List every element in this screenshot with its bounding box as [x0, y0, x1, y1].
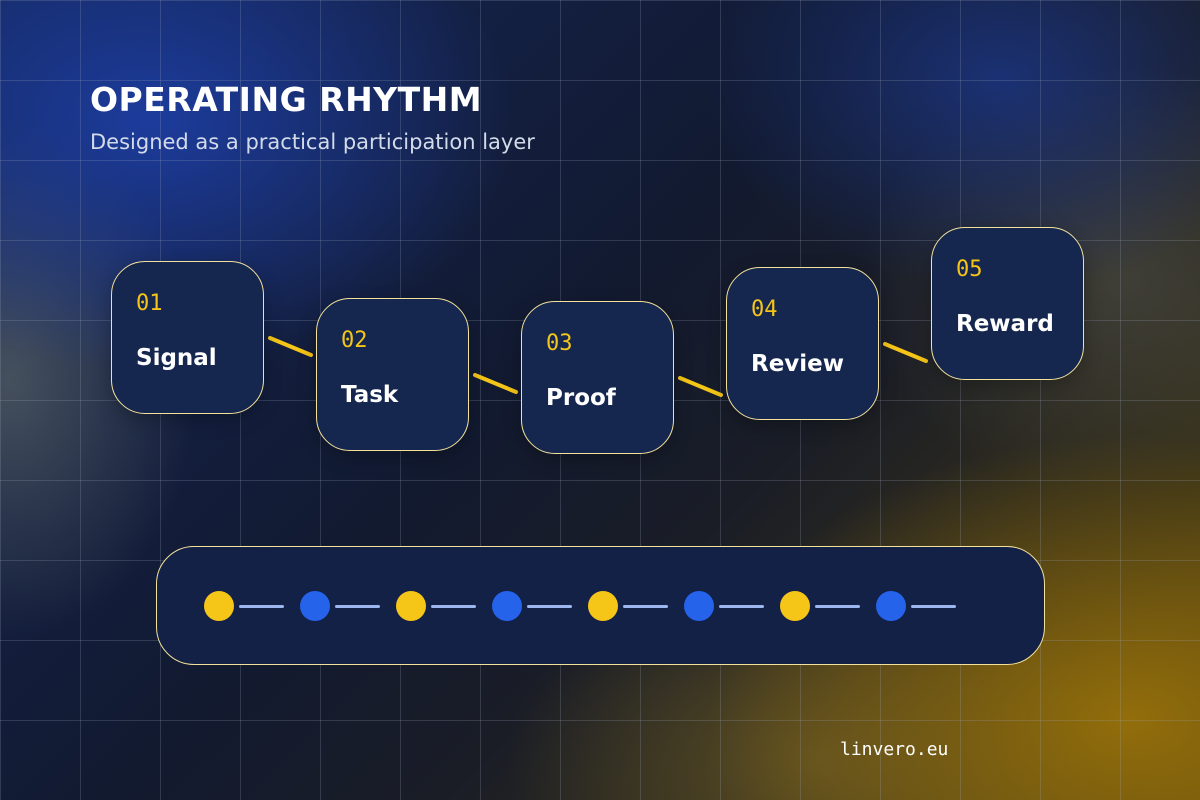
- track-line: [719, 604, 764, 608]
- track-node-yellow: [396, 591, 426, 621]
- step-label: Signal: [136, 345, 217, 371]
- step-card-review: 04 Review: [726, 267, 879, 420]
- step-card-reward: 05 Reward: [931, 227, 1084, 380]
- track-line: [239, 604, 284, 608]
- step-card-proof: 03 Proof: [521, 301, 674, 454]
- connector-4-5: [883, 342, 928, 363]
- track-line: [431, 604, 476, 608]
- rhythm-track: [156, 546, 1045, 665]
- step-label: Proof: [546, 385, 616, 411]
- track-line: [335, 604, 380, 608]
- step-label: Reward: [956, 311, 1054, 337]
- site-footer: linvero.eu: [840, 739, 949, 760]
- step-number: 03: [546, 331, 573, 356]
- step-card-signal: 01 Signal: [111, 261, 264, 414]
- step-label: Review: [751, 351, 845, 377]
- page-title: OPERATING RHYTHM: [90, 80, 483, 119]
- track-node-blue: [876, 591, 906, 621]
- track-line: [815, 604, 860, 608]
- track-node-blue: [492, 591, 522, 621]
- connector-3-4: [678, 376, 723, 397]
- track-line: [623, 604, 668, 608]
- track-node-yellow: [588, 591, 618, 621]
- step-number: 01: [136, 291, 163, 316]
- track-node-blue: [300, 591, 330, 621]
- step-number: 05: [956, 257, 983, 282]
- connector-1-2: [268, 336, 313, 357]
- track-line: [527, 604, 572, 608]
- step-number: 04: [751, 297, 778, 322]
- step-card-task: 02 Task: [316, 298, 469, 451]
- track-node-blue: [684, 591, 714, 621]
- track-line: [911, 604, 956, 608]
- step-label: Task: [341, 382, 399, 408]
- track-node-yellow: [780, 591, 810, 621]
- connector-2-3: [473, 373, 518, 394]
- track-node-yellow: [204, 591, 234, 621]
- page-subtitle: Designed as a practical participation la…: [90, 130, 535, 154]
- step-number: 02: [341, 328, 368, 353]
